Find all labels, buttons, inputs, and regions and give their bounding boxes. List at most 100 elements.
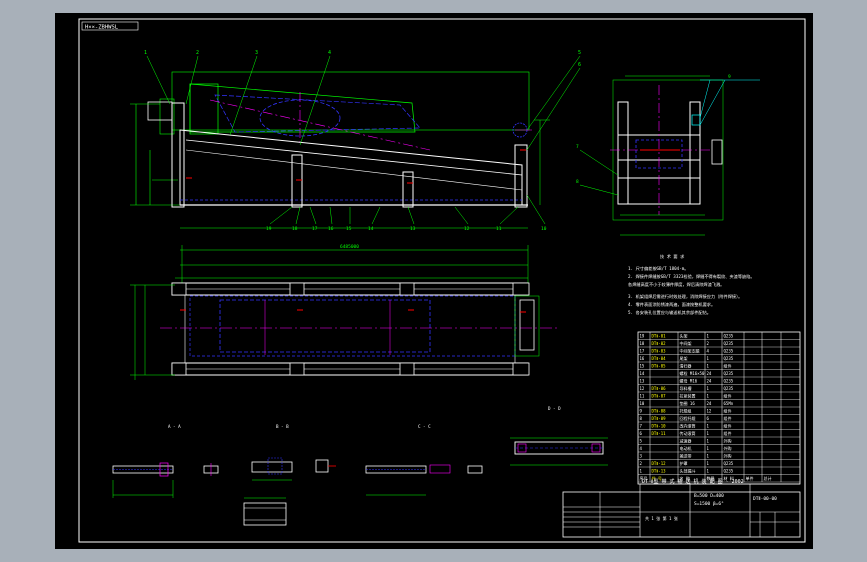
top-balloons: 1 2 3 4 5 6 [144, 50, 581, 68]
section-label-a: A - A [168, 424, 181, 429]
table-cell: DTⅡ-05 [652, 364, 667, 369]
table-cell: 10 [640, 401, 645, 406]
tech-req-line: 4. 零件表面涂防锈漆两遍，面漆按整机要求。 [628, 301, 715, 308]
table-cell: 头架 [680, 333, 688, 339]
drawing-number: DTⅡ-00-00 [753, 496, 777, 502]
table-cell: 组件 [724, 408, 732, 414]
table-cell: DTⅡ-09 [652, 416, 667, 421]
table-cell: 回程托辊 [680, 415, 696, 421]
table-cell: Q235 [724, 461, 734, 466]
table-cell: 外购 [724, 438, 732, 444]
table-cell: 14 [640, 371, 645, 376]
table-cell: 7 [640, 424, 643, 429]
table-cell: 拉紧装置 [680, 393, 696, 399]
table-cell: 24 [707, 379, 712, 384]
table-cell: 2 [640, 461, 643, 466]
table-cell: 1 [707, 386, 710, 391]
table-cell: 1 [707, 394, 710, 399]
table-cell: DTⅡ-11 [652, 431, 667, 436]
balloon-8: 8 [576, 179, 579, 185]
table-cell: 6 [640, 431, 643, 436]
table-cell: 12 [640, 386, 645, 391]
bottom-balloons: 19 18 17 16 15 14 13 12 11 10 [266, 226, 547, 232]
table-cell: 螺栓 M16×50 [680, 370, 705, 376]
table-cell: 1 [707, 454, 710, 459]
table-cell: 18 [640, 341, 645, 346]
table-cell: 组件 [724, 363, 732, 369]
table-cell: 1 [707, 334, 710, 339]
table-cell: 1 [707, 461, 710, 466]
table-cell: 护罩 [680, 460, 688, 466]
table-cell: DTⅡ-02 [652, 341, 667, 346]
table-cell: 中间架支腿 [680, 348, 700, 354]
table-cell: 17 [640, 349, 645, 354]
table-cell: 改向滚筒 [680, 423, 696, 429]
table-cell: 24 [707, 371, 712, 376]
table-header-cell: 代 号 [652, 475, 662, 481]
section-label-d: D - D [548, 406, 561, 411]
title-block: DT Ⅱ型 带 式 输 送 机 装 配 图 - 2002 B=500 D=400… [562, 478, 801, 538]
table-cell: DTⅡ-13 [652, 469, 667, 474]
table-cell: 19 [640, 334, 645, 339]
balloon-18: 18 [292, 226, 298, 232]
table-cell: 1 [707, 446, 710, 451]
table-cell: 垫圈 16 [680, 400, 696, 406]
table-cell: Q235 [724, 349, 734, 354]
plan-view: 6485000 [130, 244, 560, 380]
table-header-cell: 名 称 [680, 475, 690, 481]
overall-dimension: 6485000 [340, 244, 359, 250]
balloon-3: 3 [255, 50, 258, 56]
table-cell: DTⅡ-03 [652, 349, 667, 354]
drawing-border [78, 18, 806, 543]
section-label-c: C - C [418, 424, 431, 429]
table-cell: 24 [707, 401, 712, 406]
table-cell: 3 [640, 454, 643, 459]
table-cell: 13 [640, 379, 645, 384]
table-cell: Q235 [724, 469, 734, 474]
table-header-cell: 序号 [640, 475, 648, 481]
table-cell: 组件 [724, 415, 732, 421]
table-cell: Q235 [724, 341, 734, 346]
balloon-9: 9 [728, 74, 731, 80]
table-cell: 螺母 M16 [680, 378, 698, 384]
balloon-17: 17 [312, 226, 318, 232]
tech-req-line: 2. 焊接件焊缝按GB/T 3323检验，焊缝不得有裂纹、夹渣等缺陷。 [628, 273, 755, 280]
table-cell: 尾架 [680, 355, 688, 361]
tech-requirements: 技 术 要 求 1. 尺寸偏差按GB/T 1804-m。 2. 焊接件焊缝按GB… [628, 253, 755, 316]
table-cell: 8 [640, 416, 643, 421]
table-cell: DTⅡ-01 [652, 334, 667, 339]
balloon-10: 10 [541, 226, 547, 232]
table-cell: DTⅡ-10 [652, 424, 667, 429]
table-header-cell: 总计 [764, 475, 772, 481]
table-cell: DTⅡ-12 [652, 461, 667, 466]
tech-req-line: 各焊缝高度不小于较薄件厚度，焊后清除焊渣飞溅。 [628, 281, 724, 288]
drawing-sheet [55, 13, 813, 549]
table-cell: 5 [640, 439, 643, 444]
table-cell: DTⅡ-08 [652, 409, 667, 414]
table-cell: 65Mn [724, 401, 734, 406]
table-cell: 1 [707, 439, 710, 444]
table-cell: Q235 [724, 386, 734, 391]
table-cell: 16 [640, 356, 645, 361]
spec-line-1: B=500 D=400 [694, 493, 724, 499]
sheet-note: 共 1 张 第 1 张 [645, 515, 678, 521]
table-cell: 电动机 [680, 445, 692, 451]
table-cell: 12 [707, 409, 712, 414]
table-cell: 1 [707, 431, 710, 436]
table-cell: 外购 [724, 445, 732, 451]
table-cell: 1 [707, 424, 710, 429]
balloon-6: 6 [578, 62, 581, 68]
section-details: A - A B - B C - C D - D [112, 406, 608, 526]
table-cell: 组件 [724, 423, 732, 429]
table-cell: 6 [707, 416, 710, 421]
table-cell: Q235 [724, 334, 734, 339]
balloon-19: 19 [266, 226, 272, 232]
table-cell: 9 [640, 409, 643, 414]
table-cell: 中间架 [680, 340, 692, 346]
table-cell: 2 [707, 341, 710, 346]
table-cell: DTⅡ-04 [652, 356, 667, 361]
table-cell: Q235 [724, 356, 734, 361]
side-elevation-view: 1 2 3 4 5 6 19 18 17 16 15 14 13 12 11 1… [130, 50, 581, 232]
balloon-16: 16 [328, 226, 334, 232]
